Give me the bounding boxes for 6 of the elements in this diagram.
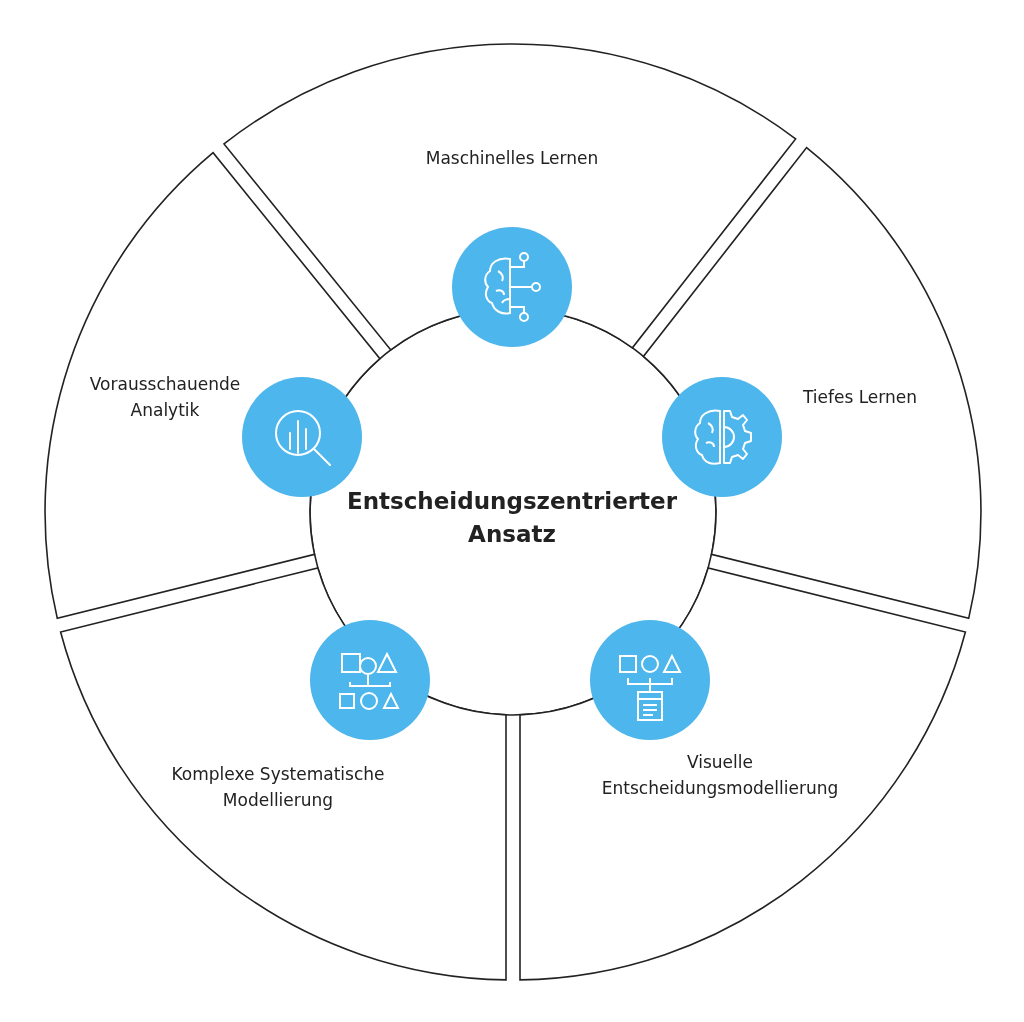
- segment-label: Vorausschauende Analytik: [88, 373, 242, 422]
- segment-label: Maschinelles Lernen: [424, 147, 600, 170]
- center-title: Entscheidungszentrierter Ansatz: [345, 487, 679, 549]
- segment-label: Visuelle Entscheidungsmodellierung: [600, 751, 840, 800]
- segment-label: Tiefes Lernen: [801, 386, 919, 409]
- segment-label: Komplexe Systematische Modellierung: [170, 763, 386, 812]
